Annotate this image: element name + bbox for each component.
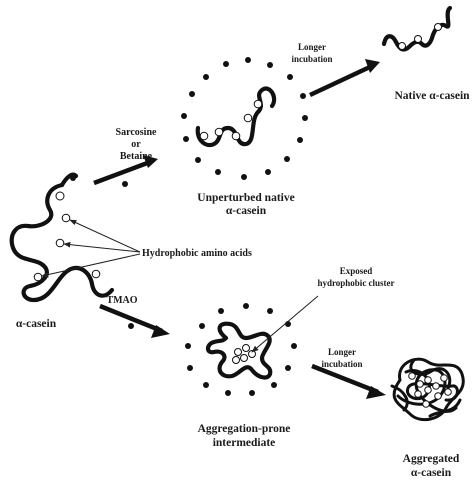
solute-dot: [128, 323, 134, 329]
aggregation-prone-label-line2: intermediate: [213, 437, 276, 449]
aggregated-alpha-casein-cluster: [390, 357, 465, 422]
aggregation-prone-ring: [185, 303, 297, 396]
incubation-label-top: incubation: [291, 54, 332, 64]
tmao-label: TMAO: [106, 295, 137, 306]
alpha-casein-label: α-casein: [16, 318, 57, 330]
arrow-to-native: [309, 59, 380, 98]
solute-dot: [70, 175, 76, 181]
aggregated-label-line1: Aggregated: [403, 453, 460, 465]
native-alpha-casein-label: Native α-casein: [394, 90, 470, 102]
hydrophobic-pointer-lines: [41, 219, 141, 278]
longer-label-top: Longer: [298, 42, 326, 52]
arrow-to-aggregation-prone: [99, 303, 170, 338]
arrow-to-unperturbed: [93, 155, 158, 186]
arrow-to-aggregated: [311, 363, 386, 399]
sarcosine-label: Sarcosine: [116, 127, 157, 138]
aggregation-prone-label-line1: Aggregation-prone: [198, 423, 291, 435]
betaine-label: Betaine: [120, 151, 153, 162]
unperturbed-label-line1: Unperturbed native: [197, 192, 294, 204]
aggregation-prone-chain: [205, 321, 273, 380]
hydrophobic-amino-acids-label: Hydrophobic amino acids: [142, 248, 252, 259]
alpha-casein-chain: [9, 172, 115, 303]
hydrophobic-cluster-label: hydrophobic cluster: [317, 278, 394, 288]
or-label: or: [131, 139, 141, 150]
longer-label-bottom: Longer: [328, 347, 356, 357]
incubation-label-bottom: incubation: [321, 359, 362, 369]
unperturbed-label-line2: α-casein: [226, 205, 267, 217]
unperturbed-native-ring: [181, 57, 308, 180]
exposed-label: Exposed: [340, 266, 373, 276]
unperturbed-native-chain: [195, 86, 277, 148]
aggregated-label-line2: α-casein: [411, 467, 452, 479]
native-alpha-casein-chain: [381, 5, 453, 52]
exposed-cluster-pointer: [251, 295, 319, 353]
solute-dot: [122, 181, 128, 187]
